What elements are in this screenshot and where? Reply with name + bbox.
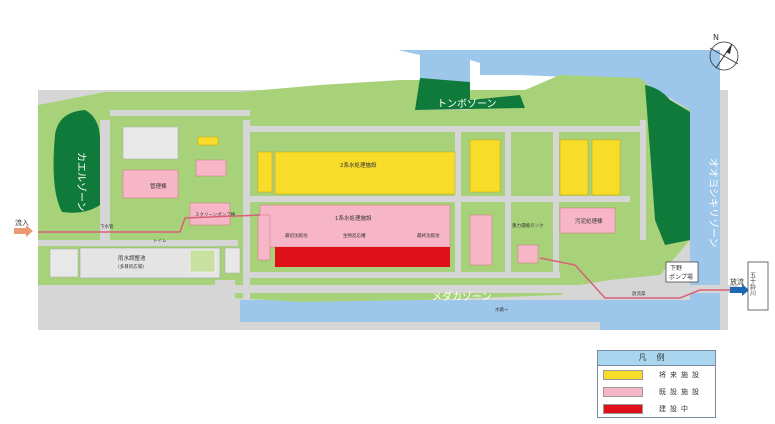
road — [250, 272, 560, 278]
ooyoshikiri-zone-label: オオヨシキリゾーン — [707, 158, 719, 248]
first-sedimentation-label: 最初沈殿池 — [285, 232, 308, 239]
power-tank[interactable] — [517, 244, 539, 264]
facility-block[interactable] — [195, 159, 227, 177]
legend-swatch-future — [603, 369, 643, 380]
legend-swatch-existing — [603, 386, 643, 397]
rain-adjust-sub-label: (多目的広場) — [118, 263, 144, 270]
ooyoshikiri-zone — [645, 85, 690, 245]
legend-label-future: 将来施設 — [659, 370, 703, 379]
no2-plant-label: 2系水処理施設 — [340, 161, 377, 169]
road — [640, 120, 646, 240]
under-construction-block[interactable] — [275, 247, 450, 267]
parking-lot — [224, 247, 241, 274]
outflow-pipe — [539, 257, 735, 299]
power-tank-label: 重力濃縮タンク — [512, 222, 544, 229]
tonbo-zone — [415, 78, 525, 110]
screen-pump-label: スクリーンポンプ棟 — [195, 211, 236, 218]
no2-plant[interactable] — [274, 151, 456, 195]
biological-reaction-label: 生物反応槽 — [343, 232, 366, 239]
tennis-court — [189, 249, 216, 273]
future-block[interactable] — [197, 136, 219, 146]
screen-pump-building[interactable] — [189, 202, 231, 226]
road — [38, 285, 738, 293]
inflow-label: 流入 — [15, 218, 29, 227]
legend: 凡例 将来施設 既設施設 建設中 — [597, 350, 716, 418]
sludge-building[interactable] — [559, 207, 616, 234]
final-sedimentation-label: 最終沈殿池 — [417, 232, 440, 239]
pump-station-line2: ポンプ場 — [669, 273, 693, 281]
river-box — [747, 261, 769, 311]
road — [250, 126, 645, 132]
rain-adjust-label: 雨水調整池 — [118, 254, 146, 262]
pump-block[interactable] — [257, 214, 271, 261]
pump-station-box[interactable] — [665, 261, 699, 283]
tonbo-zone-label: トンボゾーン — [437, 98, 497, 110]
office-label: 管理棟 — [150, 182, 167, 190]
toilet-label: トイレ — [153, 239, 167, 244]
road — [505, 126, 511, 276]
no1-plant-label: 1系水処理施設 — [335, 214, 372, 222]
kaeru-zone-label: カエルゾーン — [75, 152, 87, 212]
medaka-zone-label: メダカゾーン — [432, 290, 492, 303]
road — [553, 126, 559, 276]
river-label: 五十鈴川 — [749, 272, 756, 296]
road — [455, 126, 461, 276]
outflow-label: 放流 — [730, 277, 744, 286]
road — [100, 120, 110, 240]
road — [110, 110, 250, 116]
water-pond — [480, 52, 520, 75]
compass-icon — [709, 41, 739, 71]
future-block[interactable] — [591, 139, 621, 196]
future-block[interactable] — [469, 139, 501, 193]
legend-swatch-construction — [603, 403, 643, 414]
water-road-label: 水路→ — [495, 306, 508, 313]
future-block[interactable] — [257, 151, 273, 193]
outflow-arrow-icon — [730, 284, 749, 296]
compass-label: N — [713, 33, 719, 42]
future-block[interactable] — [559, 139, 589, 196]
kaeru-zone — [53, 110, 100, 213]
legend-label-existing: 既設施設 — [659, 387, 703, 396]
sludge-label: 汚泥処理棟 — [575, 217, 603, 225]
legend-label-construction: 建設中 — [659, 404, 692, 413]
road — [250, 196, 630, 202]
pump-station-line1: 下野 — [670, 264, 682, 272]
outlet-pipe-label: 放流渠 — [632, 290, 646, 297]
road — [38, 240, 238, 246]
tank-block[interactable] — [469, 214, 493, 266]
water-north-east — [398, 50, 720, 330]
pipe-label: 下水管 — [100, 223, 114, 230]
legend-item-future: 将来施設 — [598, 366, 715, 383]
legend-item-existing: 既設施設 — [598, 383, 715, 400]
parking-lot — [49, 248, 79, 278]
inflow-pipe — [38, 214, 261, 233]
no1-plant[interactable] — [259, 204, 451, 248]
legend-item-construction: 建設中 — [598, 400, 715, 417]
office-building[interactable] — [122, 169, 179, 199]
legend-title: 凡例 — [598, 351, 715, 366]
medaka-channel — [240, 300, 670, 322]
inflow-arrow-icon — [14, 225, 33, 237]
road — [243, 120, 250, 300]
parking-lot — [122, 126, 179, 160]
